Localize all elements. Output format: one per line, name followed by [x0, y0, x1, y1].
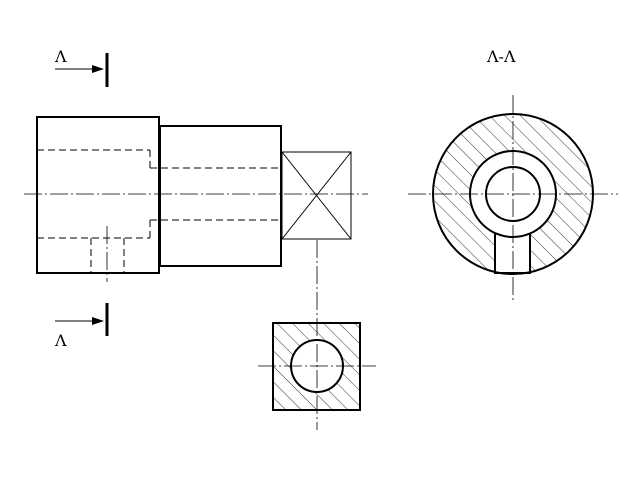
- front-view: [24, 116, 368, 282]
- section-view: Λ-Λ: [408, 47, 618, 302]
- end-view-square-outline: [272, 322, 361, 411]
- section-slot-fill: [495, 225, 529, 273]
- section-mark-bottom-label: Λ: [54, 331, 67, 350]
- left-cylinder-outline: [36, 116, 160, 274]
- middle-cylinder-outline: [159, 125, 282, 267]
- end-view: [258, 240, 376, 430]
- square-end-diagonal-2: [281, 151, 352, 240]
- section-slot-outline: [494, 233, 531, 274]
- hidden-bore-lines: [37, 149, 282, 239]
- square-end-outline: [281, 151, 352, 240]
- section-mark-bottom: Λ: [54, 303, 109, 350]
- section-mark-top: Λ: [54, 47, 109, 87]
- end-view-hatching: [273, 323, 360, 410]
- section-view-title: Λ-Λ: [486, 47, 516, 66]
- section-mark-top-label: Λ: [54, 47, 67, 66]
- hidden-slot-lines: [90, 226, 125, 282]
